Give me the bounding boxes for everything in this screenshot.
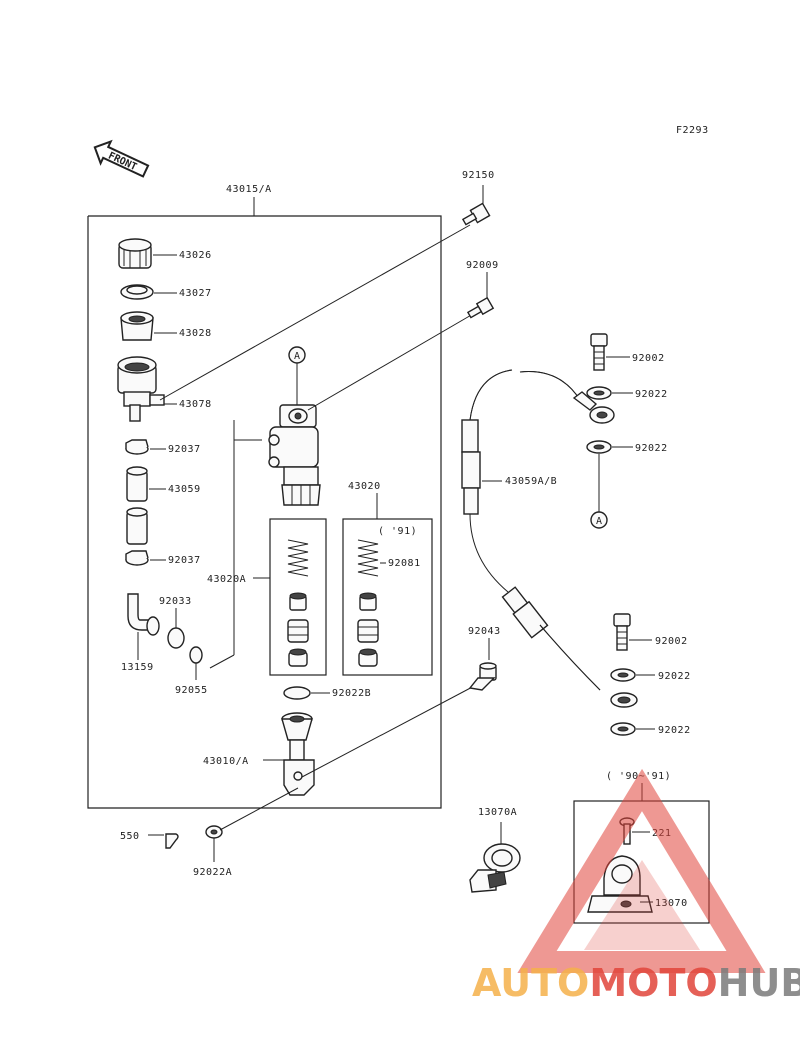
reservoir-plate xyxy=(120,284,154,300)
label-43026: 43026 xyxy=(179,250,212,261)
label-43020: 43020 xyxy=(348,481,381,492)
marker-a-right xyxy=(590,511,608,529)
watermark-hub: HUB xyxy=(718,961,800,1005)
bolt-92150 xyxy=(461,202,491,226)
brake-hose xyxy=(461,369,638,708)
label-92055: 92055 xyxy=(175,685,208,696)
label-92043: 92043 xyxy=(468,626,501,637)
front-arrow-icon: FRONT xyxy=(93,139,150,178)
banjo-upper xyxy=(572,391,615,424)
label-550: 550 xyxy=(120,831,140,842)
label-92037-lower: 92037 xyxy=(168,555,201,566)
piston-kit-box xyxy=(269,518,327,676)
piston-kit-parts xyxy=(287,539,309,667)
watermark-text: AUTOMOTOHUB xyxy=(472,961,800,1005)
label-43027: 43027 xyxy=(179,288,212,299)
diaphragm xyxy=(120,311,154,341)
reservoir-tank xyxy=(117,356,165,422)
label-92022-upper-2: 92022 xyxy=(635,443,668,454)
assembly-bracket xyxy=(87,215,442,809)
label-13159: 13159 xyxy=(121,662,154,673)
marker-a-top-label: A xyxy=(294,351,301,362)
banjo-bolt-upper xyxy=(590,333,608,371)
label-43059: 43059 xyxy=(168,484,201,495)
label-43028: 43028 xyxy=(179,328,212,339)
piston-kit-box-91 xyxy=(342,518,433,676)
watermark-logo: AUTOMOTOHUB xyxy=(472,768,800,1005)
watermark-auto: AUTO xyxy=(472,961,589,1005)
diagram-ref-code: F2293 xyxy=(676,125,709,136)
holder-13070 xyxy=(587,855,653,913)
snap-ring xyxy=(283,686,311,700)
label-43020A: 43020A xyxy=(207,574,246,585)
label-43059AB: 43059A/B xyxy=(505,476,557,487)
banjo-lower xyxy=(610,692,638,708)
label-92002-upper: 92002 xyxy=(632,353,665,364)
hose-clamp-lower xyxy=(125,550,149,566)
label-92022-lower-2: 92022 xyxy=(658,725,691,736)
label-92022A: 92022A xyxy=(193,867,232,878)
marker-a-right-label: A xyxy=(596,516,603,527)
o-ring xyxy=(189,646,203,664)
push-rod xyxy=(281,712,315,796)
reservoir-cap xyxy=(118,238,152,269)
label-92037-upper: 92037 xyxy=(168,444,201,455)
reservoir-hose xyxy=(126,466,148,545)
label-91: ( '91) xyxy=(378,526,417,537)
label-92022-upper-1: 92022 xyxy=(635,389,668,400)
hose-clamp-upper xyxy=(125,439,149,455)
label-43010A: 43010/A xyxy=(203,756,249,767)
label-13070A: 13070A xyxy=(478,807,517,818)
label-92022B: 92022B xyxy=(332,688,371,699)
banjo-bolt-lower xyxy=(613,613,631,651)
label-13070: 13070 xyxy=(655,898,688,909)
assembly-label: 43015/A xyxy=(226,184,272,195)
elbow-fitting xyxy=(127,593,160,636)
cotter-pin xyxy=(165,833,179,849)
circlip xyxy=(167,627,185,649)
label-92150: 92150 xyxy=(462,170,495,181)
piston-kit-parts-91 xyxy=(357,539,379,667)
watermark-moto: MOTO xyxy=(589,961,717,1005)
label-92033: 92033 xyxy=(159,596,192,607)
label-92002-lower: 92002 xyxy=(655,636,688,647)
label-92081: 92081 xyxy=(388,558,421,569)
hose-clamp-13070A xyxy=(469,843,521,893)
label-43078: 43078 xyxy=(179,399,212,410)
pin-92043 xyxy=(468,662,497,691)
bolt-92009 xyxy=(466,296,495,319)
master-cylinder-body xyxy=(268,404,321,506)
label-92009: 92009 xyxy=(466,260,499,271)
label-92022-lower-1: 92022 xyxy=(658,671,691,682)
